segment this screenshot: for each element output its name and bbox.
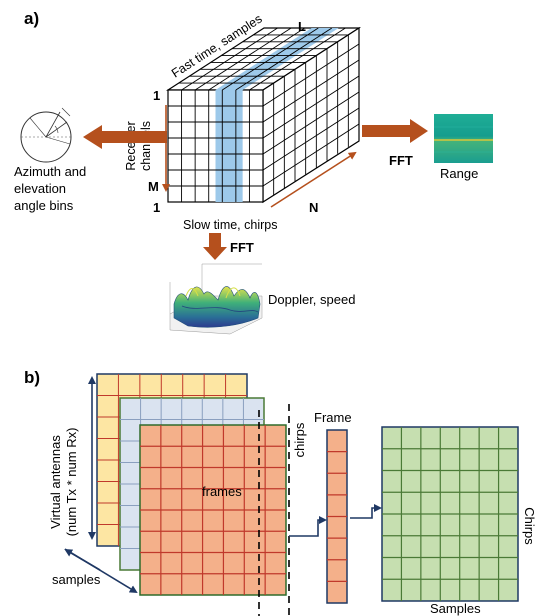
samples-bottom-label: Samples [430, 601, 481, 616]
cube-side-row-line [262, 107, 360, 171]
azimuth-label-1: Azimuth and [14, 164, 86, 179]
data-cube [165, 26, 362, 204]
frame-layers [96, 373, 287, 596]
azimuth-angle-sketch [20, 107, 72, 163]
frame-label: Frame [314, 410, 352, 425]
range-dimension-arrow [270, 151, 357, 208]
samples-diagonal-arrow-start [64, 548, 101, 571]
range-label: Range [440, 166, 478, 181]
cube-m-label: M [148, 179, 159, 194]
azimuth-label-3: angle bins [14, 198, 74, 213]
cube-l-label: L [298, 19, 306, 34]
to-matrix-arrow [350, 504, 382, 519]
samples-left-label: samples [52, 572, 101, 587]
chirps-vertical-label: chirps [292, 422, 307, 457]
cube-top-depth-line [194, 27, 292, 91]
cube-one-top-label: 1 [153, 88, 160, 103]
fft-right-arrow [362, 119, 428, 143]
fft-right-label: FFT [389, 153, 413, 168]
cube-top-depth-line [249, 27, 346, 91]
fft-down-label: FFT [230, 240, 254, 255]
chirps-samples-matrix [381, 426, 519, 602]
cube-side-row-line [262, 75, 360, 139]
frames-label: frames [202, 484, 242, 499]
cube-side-row-line [262, 91, 360, 155]
receiver-channels-label-1: Receiver [124, 121, 138, 170]
panel-b-label: b) [24, 368, 40, 387]
fft-down-arrow [203, 233, 227, 260]
chirps-right-label: Chirps [522, 507, 537, 545]
cube-side-row-line [262, 43, 360, 107]
range-heatmap-image [434, 114, 493, 163]
receiver-channels-label-2: channels [139, 121, 153, 171]
panel-a-label: a) [24, 9, 39, 28]
cube-n-label: N [309, 200, 318, 215]
azimuth-label-2: elevation [14, 181, 66, 196]
cube-top-depth-line [235, 27, 333, 91]
cube-top-depth-line [208, 27, 305, 91]
virtual-antennas-sub-label: (num Tx * num Rx) [64, 428, 79, 537]
fft-left-arrow [83, 125, 167, 149]
highlight-front-band [215, 90, 243, 202]
virtual-antennas-label: Virtual antennas [48, 435, 63, 529]
cube-top-depth-line [222, 27, 319, 91]
cube-top-depth-line [181, 27, 278, 91]
frame-column [326, 429, 348, 604]
cube-side-row-line [262, 59, 360, 123]
slow-time-label: Slow time, chirps [183, 218, 277, 232]
cube-one-bottom-label: 1 [153, 200, 160, 215]
doppler-surface-plot [169, 263, 263, 335]
doppler-label: Doppler, speed [268, 292, 355, 307]
to-frame-arrow [289, 516, 327, 537]
cube-side-row-line [262, 123, 360, 187]
